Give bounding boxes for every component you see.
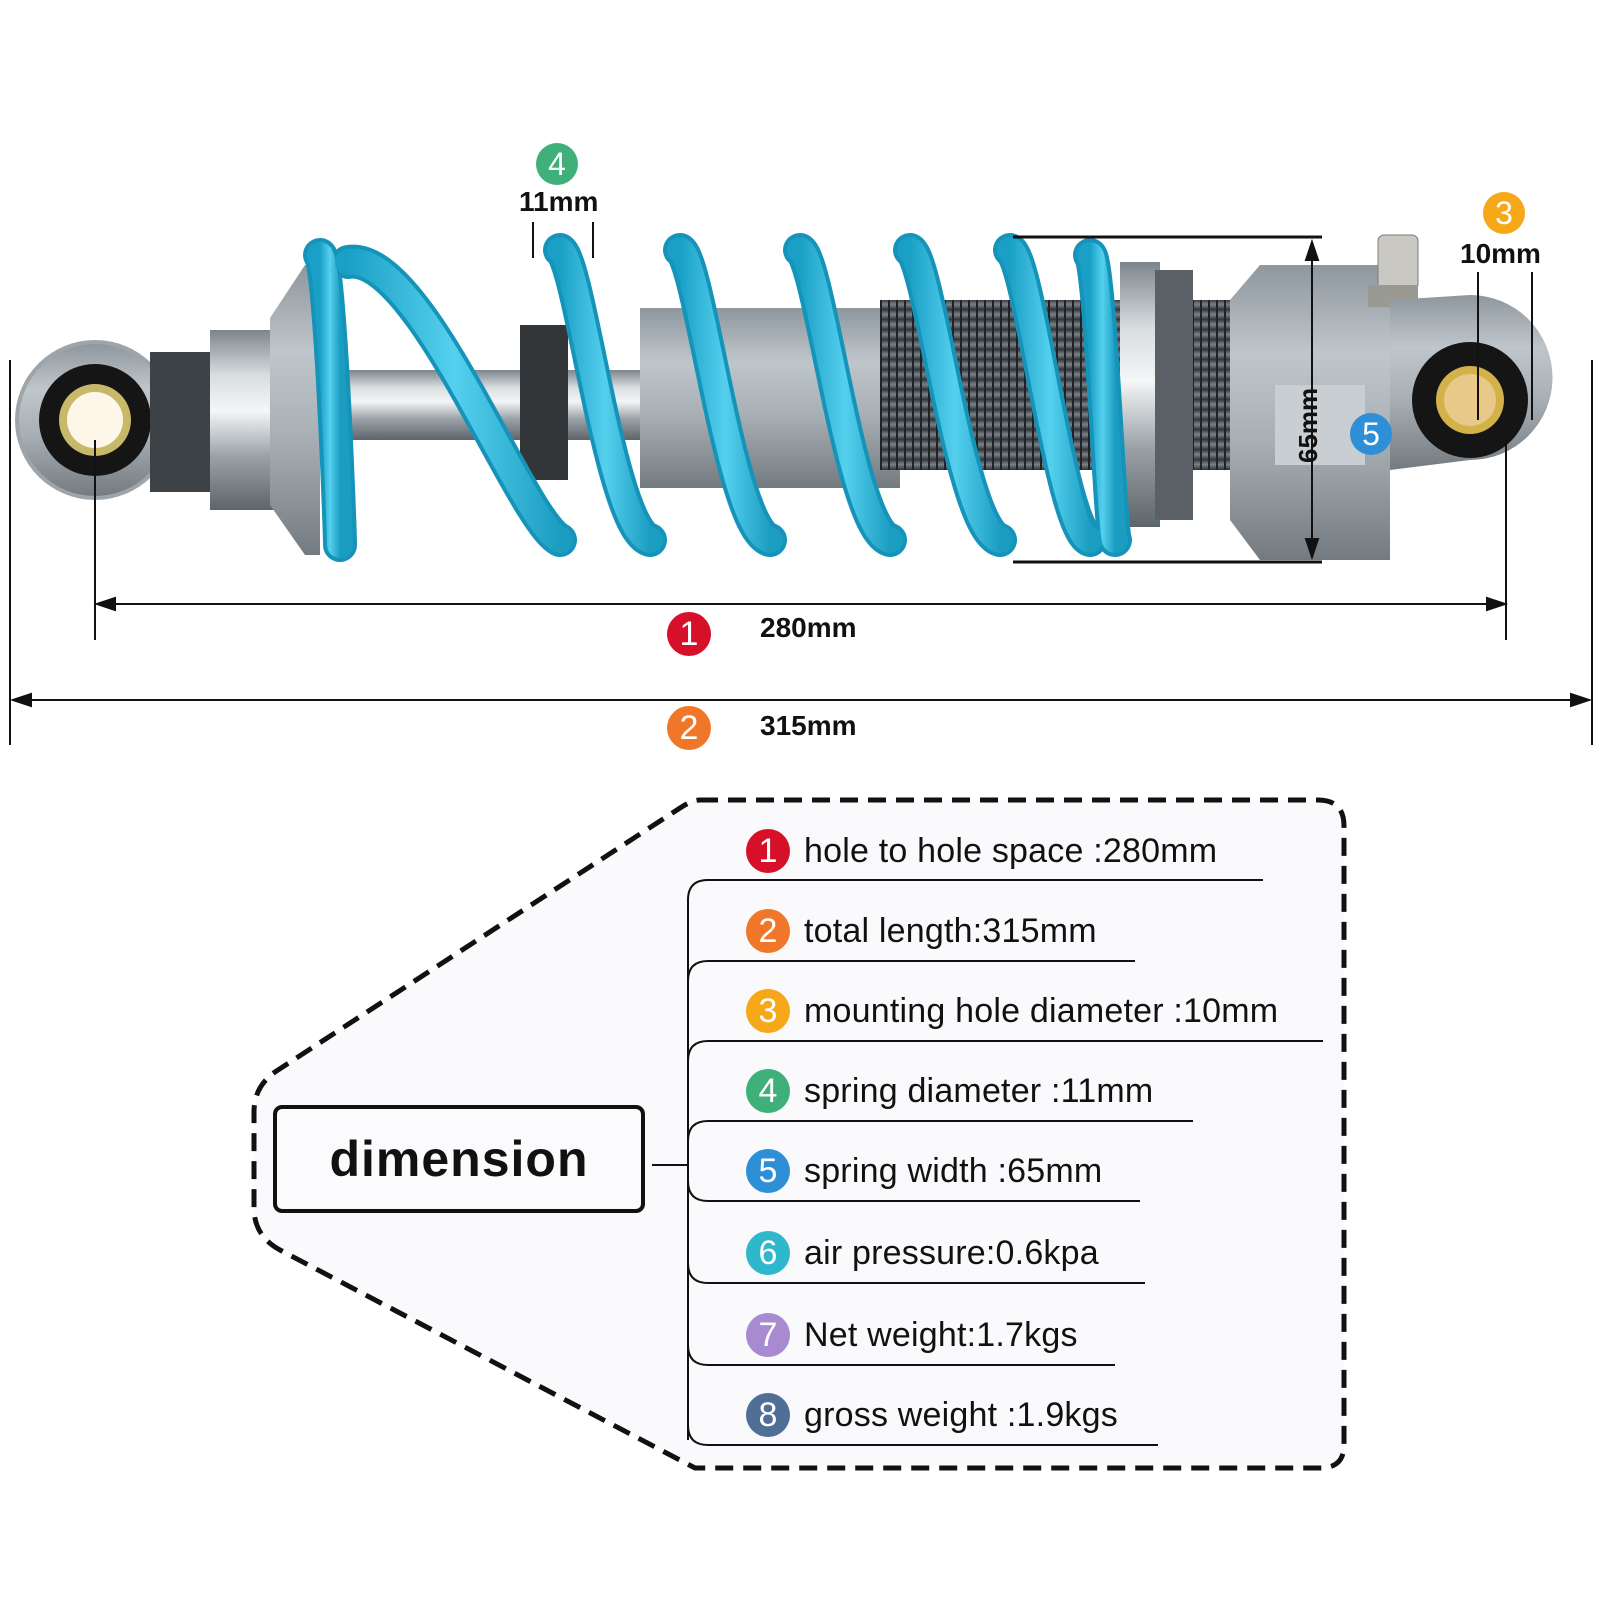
spec-row: 1 hole to hole space :280mm bbox=[746, 829, 1218, 873]
dimension-lines bbox=[9, 222, 1593, 745]
spec-row: 5 spring width :65mm bbox=[746, 1149, 1103, 1193]
spec-text: Net weight:1.7kgs bbox=[804, 1315, 1078, 1354]
dimension-title: dimension bbox=[329, 1131, 589, 1187]
spec-panel-outline bbox=[251, 797, 1347, 1471]
callout-badge-5: 5 bbox=[1350, 413, 1392, 455]
callout-label-spring-width: 65mm bbox=[1293, 387, 1323, 463]
spec-text: hole to hole space :280mm bbox=[804, 831, 1218, 870]
callout-label-hole-diameter: 10mm bbox=[1460, 238, 1541, 269]
callout-label-spring-diameter: 11mm bbox=[519, 186, 599, 217]
spec-badge-1: 1 bbox=[746, 829, 790, 873]
left-eyelet bbox=[15, 330, 300, 510]
spec-row: 8 gross weight :1.9kgs bbox=[746, 1393, 1118, 1437]
spec-text: total length:315mm bbox=[804, 911, 1097, 950]
spec-text: gross weight :1.9kgs bbox=[804, 1395, 1118, 1434]
callout-label-total-length: 315mm bbox=[760, 710, 857, 741]
right-eyelet bbox=[1390, 295, 1553, 470]
callout-badge-1: 1 bbox=[667, 612, 711, 656]
spec-badge-7: 7 bbox=[746, 1313, 790, 1357]
spec-row: 6 air pressure:0.6kpa bbox=[746, 1231, 1099, 1275]
spec-bracket bbox=[652, 879, 1323, 1446]
coil-spring bbox=[303, 233, 1132, 562]
callout-badge-4: 4 bbox=[536, 143, 578, 185]
spec-row: 7 Net weight:1.7kgs bbox=[746, 1313, 1078, 1357]
arrow-right-icon bbox=[1570, 692, 1593, 708]
callout-badge-2: 2 bbox=[667, 706, 711, 750]
bump-stop bbox=[520, 325, 568, 480]
callout-badge-3: 3 bbox=[1483, 192, 1525, 234]
spec-row: 4 spring diameter :11mm bbox=[746, 1069, 1154, 1113]
arrow-left-icon bbox=[9, 692, 32, 708]
spec-text: mounting hole diameter :10mm bbox=[804, 991, 1279, 1030]
spec-badge-2: 2 bbox=[746, 909, 790, 953]
spec-badge-6: 6 bbox=[746, 1231, 790, 1275]
spec-text: spring diameter :11mm bbox=[804, 1071, 1154, 1110]
spec-badge-5: 5 bbox=[746, 1149, 790, 1193]
spec-badge-3: 3 bbox=[746, 989, 790, 1033]
dimension-title-box: dimension bbox=[273, 1105, 645, 1213]
arrow-down-icon bbox=[1304, 538, 1320, 561]
spec-badge-8: 8 bbox=[746, 1393, 790, 1437]
spec-row: 3 mounting hole diameter :10mm bbox=[746, 989, 1279, 1033]
spec-row: 2 total length:315mm bbox=[746, 909, 1097, 953]
left-spring-seat bbox=[270, 265, 320, 555]
lock-ring bbox=[1155, 270, 1193, 520]
arrow-right-icon bbox=[1486, 596, 1509, 612]
arrow-left-icon bbox=[93, 596, 116, 612]
spec-badge-4: 4 bbox=[746, 1069, 790, 1113]
arrow-up-icon bbox=[1304, 238, 1320, 261]
spec-text: spring width :65mm bbox=[804, 1151, 1103, 1190]
label-plate bbox=[1275, 385, 1365, 465]
spec-text: air pressure:0.6kpa bbox=[804, 1233, 1099, 1272]
callout-label-hole-to-hole: 280mm bbox=[760, 612, 857, 643]
